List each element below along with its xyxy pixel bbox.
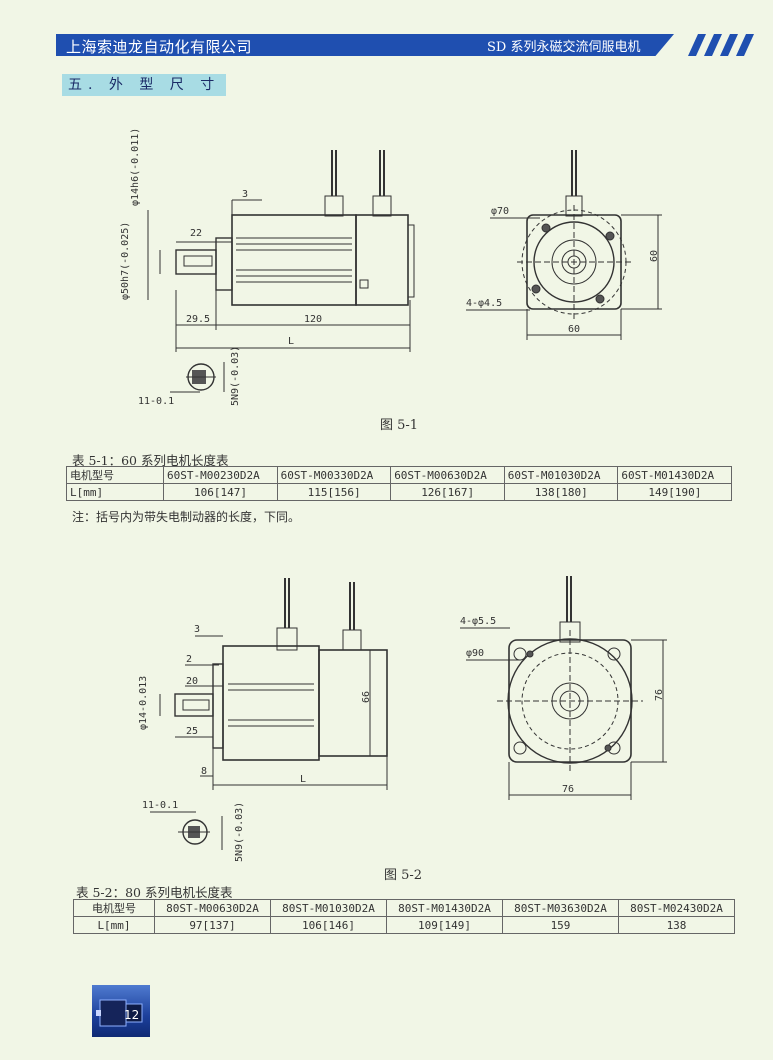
- table-cell: 60ST-M00230D2A: [163, 466, 278, 484]
- fig2-dim-2: 2: [186, 654, 192, 665]
- figure2-caption: 图 5-2: [384, 868, 423, 883]
- table1-header-label: 电机型号: [66, 466, 164, 484]
- table-cell: 106[146]: [270, 916, 387, 934]
- section-title: 五. 外 型 尺 寸: [62, 74, 227, 96]
- fig2-side-view: [150, 578, 388, 850]
- table-cell: 138: [618, 916, 735, 934]
- table1: 电机型号 60ST-M00230D2A 60ST-M00330D2A 60ST-…: [66, 466, 732, 501]
- header-bar: [56, 34, 674, 56]
- table-cell: 80ST-M02430D2A: [618, 899, 735, 917]
- fig2-dim-key-11: 11-0.1: [142, 800, 178, 811]
- table-cell: 126[167]: [390, 483, 505, 501]
- fig2-dim-76-horizontal: 76: [562, 784, 574, 795]
- fig1-dim-29-5: 29.5: [186, 314, 210, 325]
- figure1-caption: 图 5-1: [380, 418, 419, 433]
- fig1-dim-shaft-dia: φ14h6(-0.011): [130, 128, 141, 206]
- table-cell: 106[147]: [163, 483, 278, 501]
- table-cell: 109[149]: [386, 916, 503, 934]
- table-cell: 80ST-M03630D2A: [502, 899, 619, 917]
- table2-header-label: 电机型号: [73, 899, 155, 917]
- fig1-dim-L: L: [288, 336, 294, 347]
- fig1-side-view: [147, 150, 415, 393]
- fig1-dim-120: 120: [304, 314, 322, 325]
- fig2-dim-key-5n9: 5N9(-0.03): [234, 802, 245, 862]
- table-row: 电机型号 80ST-M00630D2A 80ST-M01030D2A 80ST-…: [73, 899, 735, 917]
- header-stripes: [688, 34, 754, 56]
- table-cell: 60ST-M00630D2A: [390, 466, 505, 484]
- fig2-dim-25: 25: [186, 726, 198, 737]
- fig2-dim-20: 20: [186, 676, 198, 687]
- product-series: SD 系列永磁交流伺服电机: [487, 40, 641, 55]
- fig2-dim-66: 66: [361, 691, 372, 703]
- fig2-dim-holes: 4-φ5.5: [460, 616, 496, 627]
- fig2-dim-90: φ90: [466, 648, 484, 659]
- table-row: L[mm] 106[147] 115[156] 126[167] 138[180…: [66, 483, 732, 501]
- table-cell: 80ST-M01030D2A: [270, 899, 387, 917]
- fig1-dim-holes: 4-φ4.5: [466, 298, 502, 309]
- company-name: 上海索迪龙自动化有限公司: [66, 38, 253, 56]
- table2-row-label: L[mm]: [73, 916, 155, 934]
- table-cell: 138[180]: [503, 483, 619, 501]
- table-cell: 60ST-M01030D2A: [503, 466, 619, 484]
- table-cell: 60ST-M00330D2A: [276, 466, 392, 484]
- page-number: 12: [124, 1008, 140, 1022]
- fig2-dim-76-vertical: 76: [654, 689, 665, 701]
- fig1-dim-22: 22: [190, 228, 202, 239]
- table1-row-label: L[mm]: [66, 483, 164, 501]
- table2-caption: 表 5-2：80 系列电机长度表: [76, 885, 233, 900]
- table-cell: 159: [502, 916, 619, 934]
- table-cell: 97[137]: [154, 916, 271, 934]
- fig1-dim-3: 3: [242, 189, 248, 200]
- fig1-dim-flange-dia: φ50h7(-0.025): [120, 222, 131, 300]
- table-cell: 149[190]: [617, 483, 732, 501]
- table-cell: 80ST-M01430D2A: [386, 899, 503, 917]
- fig1-dim-70: φ70: [491, 206, 509, 217]
- table-cell: 115[156]: [276, 483, 392, 501]
- fig2-front-view: [460, 576, 667, 800]
- fig1-front-view: [466, 150, 662, 340]
- fig2-dim-L: L: [300, 774, 306, 785]
- fig2-dim-3: 3: [194, 624, 200, 635]
- fig2-dim-shaft-dia: φ14-0.013: [138, 676, 149, 730]
- table-cell: 80ST-M00630D2A: [154, 899, 271, 917]
- motor-icon: [96, 999, 143, 1027]
- fig2-dim-8: 8: [201, 766, 207, 777]
- table-row: L[mm] 97[137] 106[146] 109[149] 159 138: [73, 916, 735, 934]
- fig1-dim-60-horizontal: 60: [568, 324, 580, 335]
- fig1-dim-key-5n9: 5N9(-0.03): [230, 346, 241, 406]
- table-row: 电机型号 60ST-M00230D2A 60ST-M00330D2A 60ST-…: [66, 466, 732, 484]
- table-cell: 60ST-M01430D2A: [617, 466, 732, 484]
- table2: 电机型号 80ST-M00630D2A 80ST-M01030D2A 80ST-…: [73, 899, 735, 934]
- table1-note: 注：括号内为带失电制动器的长度，下同。: [72, 510, 301, 524]
- table1-caption: 表 5-1：60 系列电机长度表: [72, 453, 229, 468]
- fig1-dim-key-11: 11-0.1: [138, 396, 174, 407]
- fig1-dim-60-vertical: 60: [649, 250, 660, 262]
